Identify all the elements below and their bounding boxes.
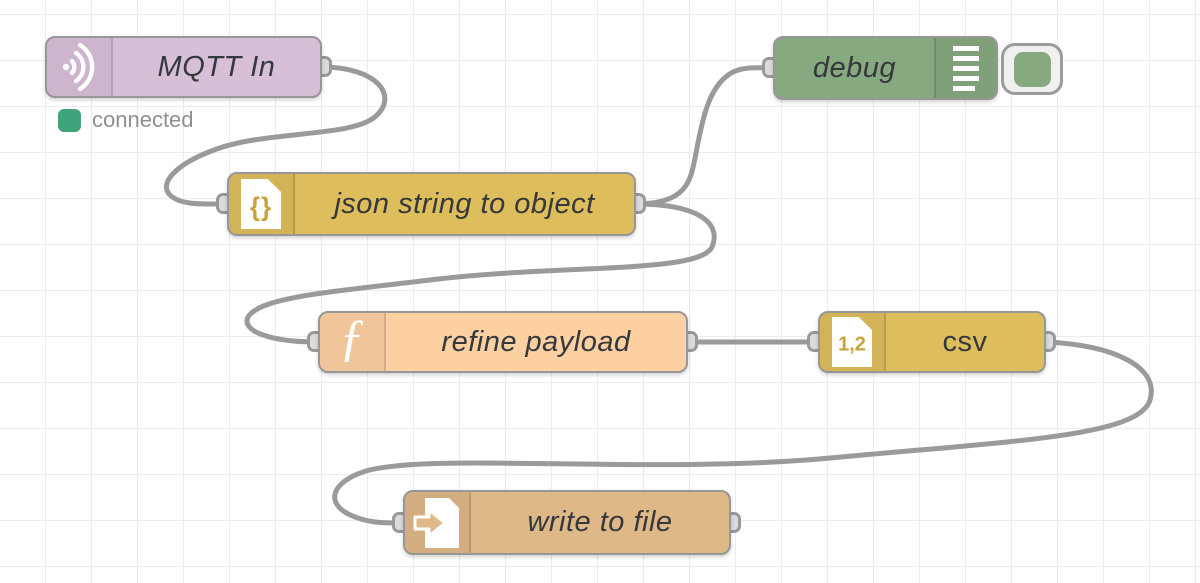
node-function[interactable]: ƒ refine payload xyxy=(318,311,688,373)
wire-mqtt-to-json[interactable] xyxy=(163,64,388,207)
node-label: MQTT In xyxy=(157,50,276,83)
node-csv[interactable]: 1,2 csv xyxy=(818,311,1046,373)
node-label: json string to object xyxy=(334,187,595,220)
wire-json-to-function[interactable] xyxy=(244,201,717,345)
wire-json-to-debug[interactable] xyxy=(633,65,776,207)
json-braces-icon: {} xyxy=(229,174,295,234)
node-json[interactable]: {} json string to object xyxy=(227,172,636,236)
debug-toggle-state xyxy=(1013,51,1051,87)
csv-file-icon: 1,2 xyxy=(820,313,886,371)
node-label: debug xyxy=(812,51,897,84)
status-text: connected xyxy=(92,107,194,132)
node-mqtt-in[interactable]: MQTT In xyxy=(45,36,322,98)
node-label: refine payload xyxy=(441,325,631,358)
node-label: csv xyxy=(942,325,988,358)
debug-toggle-button[interactable] xyxy=(1001,43,1063,95)
node-debug[interactable]: debug xyxy=(773,36,998,100)
node-label: write to file xyxy=(527,506,673,538)
debug-list-icon xyxy=(934,38,996,98)
wire-csv-to-file[interactable] xyxy=(332,339,1154,526)
mqtt-status: connected xyxy=(58,107,194,133)
status-connected-dot xyxy=(58,108,81,132)
function-f-icon: ƒ xyxy=(320,313,386,371)
file-export-icon xyxy=(405,492,471,553)
node-file[interactable]: write to file xyxy=(403,490,731,555)
mqtt-signal-icon xyxy=(47,38,113,96)
